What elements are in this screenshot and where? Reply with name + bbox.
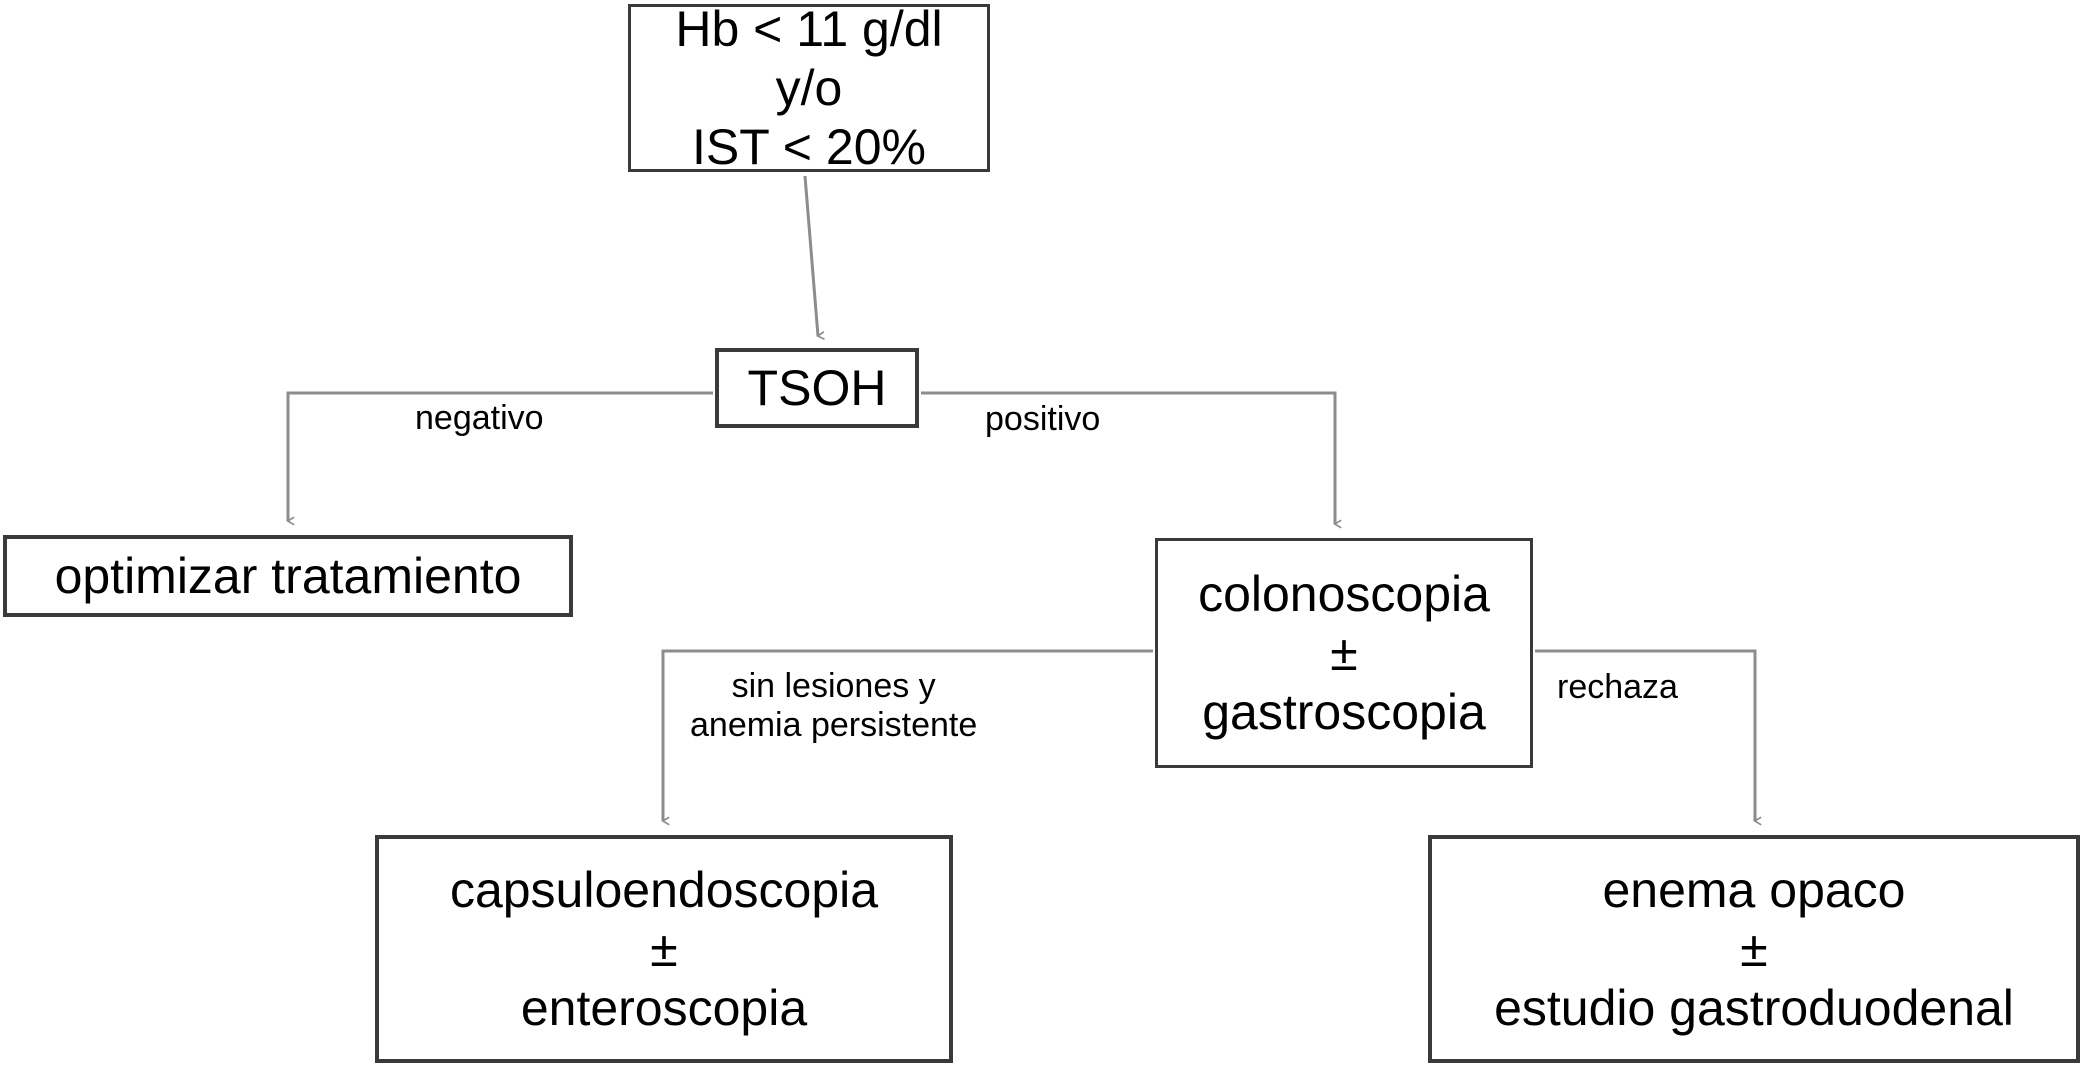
node-colonoscopia-gastroscopia[interactable]: colonoscopia ± gastroscopia: [1155, 538, 1533, 768]
node-tsoh[interactable]: TSOH: [715, 348, 919, 428]
edge-label-sin-lesiones-line-1: sin lesiones y: [731, 667, 936, 705]
edge-screening-to-tsoh: [803, 175, 825, 341]
node-capsuloendoscopia-line-1: capsuloendoscopia: [449, 861, 879, 918]
node-capsuloendoscopia-enteroscopia[interactable]: capsuloendoscopia ± enteroscopia: [375, 835, 953, 1063]
node-capsuloendoscopia-line-2: ±: [650, 920, 678, 977]
edge-label-positivo: positivo: [985, 400, 1101, 438]
node-enema-line-3: estudio gastroduodenal: [1494, 979, 2014, 1036]
node-screening-line-2: y/o: [775, 59, 843, 116]
node-colonoscopia-line-3: gastroscopia: [1202, 683, 1486, 740]
node-enema-line-2: ±: [1740, 920, 1768, 977]
node-colonoscopia-line-2: ±: [1330, 624, 1358, 681]
edge-label-negativo: negativo: [415, 399, 544, 437]
node-tsoh-label: TSOH: [747, 359, 887, 416]
edge-label-sin-lesiones: sin lesiones y anemia persistente: [690, 667, 977, 745]
node-screening-line-1: Hb < 11 g/dl: [675, 0, 943, 57]
edge-label-sin-lesiones-line-2: anemia persistente: [690, 706, 978, 745]
edge-label-rechaza: rechaza: [1557, 668, 1678, 706]
edge-tsoh-to-colonoscopia: [921, 391, 1342, 529]
node-capsuloendoscopia-line-3: enteroscopia: [520, 979, 808, 1036]
node-screening-criteria[interactable]: Hb < 11 g/dl y/o IST < 20%: [628, 1, 990, 175]
node-screening-line-3: IST < 20%: [692, 118, 926, 175]
node-colonoscopia-line-1: colonoscopia: [1198, 565, 1490, 622]
node-optimizar-tratamiento[interactable]: optimizar tratamiento: [3, 535, 573, 617]
node-enema-line-1: enema opaco: [1602, 861, 1906, 918]
node-enema-opaco-gastroduodenal[interactable]: enema opaco ± estudio gastroduodenal: [1428, 835, 2080, 1063]
node-optimizar-label: optimizar tratamiento: [54, 547, 522, 604]
